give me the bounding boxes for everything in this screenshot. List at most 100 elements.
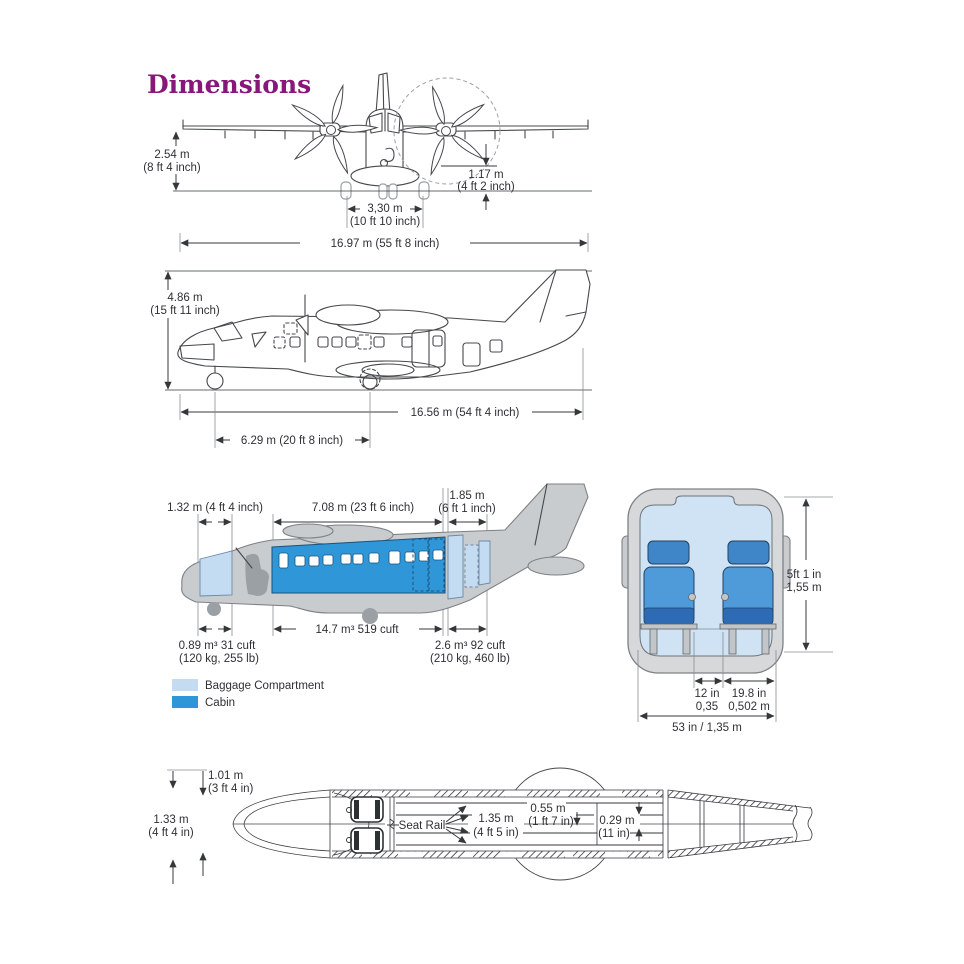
floor-width-ft: (3 ft 4 in) (208, 783, 254, 795)
aft-bag-weight: (210 kg, 460 lb) (430, 653, 510, 665)
fuselage-frames (596, 790, 745, 858)
rail-span-m: 1.35 m (478, 813, 513, 825)
plan-drawing (232, 789, 813, 859)
rail-outer-m: 0.55 m (530, 803, 565, 815)
legend-cabin-label: Cabin (205, 697, 235, 709)
cross-section-view: 5ft 1 in 1,55 m 12 in 0,35 19.8 in 0,502… (621, 488, 833, 734)
cabin-volume: 14.7 m³ 519 cuft (315, 624, 399, 636)
dim-prop-clearance: 1.17 m (4 ft 2 inch) (441, 144, 515, 210)
cockpit-window-right (387, 112, 401, 134)
dim-cabin-volume: 14.7 m³ 519 cuft (273, 624, 443, 636)
dim-wheel-track: 3,30 m (10 ft 10 inch) (346, 196, 424, 228)
fuselage-walls-hatched (330, 789, 794, 859)
plan-view: 1.01 m (3 ft 4 in) 1.33 m (4 ft 4 in) Se… (148, 767, 813, 884)
main-wheel-cutaway (362, 608, 378, 624)
spinner (295, 314, 309, 336)
cabin-height-ft: 5ft 1 in (787, 569, 822, 581)
dim-height-ft: (15 ft 11 inch) (150, 305, 220, 317)
page-title: Dimensions (147, 70, 311, 99)
rail-inner-m: 0.29 m (599, 815, 634, 827)
rail-span-ft: (4 ft 5 in) (473, 827, 519, 839)
legend-baggage-label: Baggage Compartment (205, 680, 325, 692)
nose-baggage-compartment (199, 550, 233, 597)
dim-cabin-length: 7.08 m (23 ft 6 inch) (273, 502, 443, 526)
flap-fairings (224, 130, 554, 140)
side-view-drawing (177, 269, 591, 390)
seat-rail-callout: Seat Rail (387, 805, 469, 844)
cabin-width-label: 53 in / 1,35 m (672, 722, 742, 734)
pilot-seat-silhouette (245, 553, 269, 596)
nose-wheel-side (206, 372, 224, 390)
seat-rail-label: Seat Rail (399, 820, 446, 832)
dim-wheelbase: 6.29 m (20 ft 8 inch) (214, 392, 371, 448)
dim-prop-clearance-m: 1.17 m (468, 169, 503, 181)
aft-bag-volume: 2.6 m³ 92 cuft (435, 640, 506, 652)
legend: Baggage Compartment Cabin (172, 679, 325, 709)
cockpit-bulkhead (389, 797, 395, 851)
dim-wheel-track-ft: (10 ft 10 inch) (350, 216, 420, 228)
cross-section-bottom-dims: 12 in 0,35 19.8 in 0,502 m 53 in / 1,35 … (637, 632, 777, 734)
dim-rail-outer: 0.55 m (1 ft 7 in) (528, 803, 581, 828)
aft-baggage-compartments (447, 534, 491, 600)
landing-gear-wheels (340, 181, 430, 200)
dim-prop-clearance-ft: (4 ft 2 inch) (457, 181, 515, 193)
seat-left (640, 540, 698, 655)
dim-wheel-track-m: 3,30 m (367, 203, 402, 215)
windshield (213, 321, 243, 342)
main-wheel-side (359, 368, 381, 390)
dim-nose-bag-label: 1.32 m (4 ft 4 inch) (167, 502, 263, 514)
nose-bag-weight: (120 kg, 255 lb) (179, 653, 259, 665)
seat-width-in: 19.8 in (732, 688, 767, 700)
stabilizer-cutaway (527, 556, 585, 576)
seat-rails (396, 802, 663, 846)
dim-aft-baggage-volume: 2.6 m³ 92 cuft (210 kg, 460 lb) (430, 625, 510, 665)
aisle-width-in: 12 in (695, 688, 720, 700)
dim-fuselage-width: 1.33 m (4 ft 4 in) (148, 814, 194, 839)
dim-aft-bag-ft: (6 ft 1 inch) (438, 503, 496, 515)
dim-overall-height: 4.86 m (15 ft 11 inch) (150, 271, 220, 390)
cutaway-view: 1.32 m (4 ft 4 inch) 7.08 m (23 ft 6 inc… (167, 483, 589, 665)
floor-width-m: 1.01 m (208, 770, 243, 782)
cabin-windows-cutaway (278, 549, 444, 569)
belly-fairing (335, 360, 441, 380)
dim-wing-height: 2.54 m (8 ft 4 inch) (143, 131, 201, 191)
nose-hatch (179, 343, 215, 361)
aisle-width-m: 0,35 (696, 701, 718, 713)
side-view: 4.86 m (15 ft 11 inch) 16.56 m (54 ft 4 … (150, 269, 592, 448)
cabin-height-m: 1,55 m (786, 582, 821, 594)
nose-wheel-cutaway (207, 602, 221, 616)
fuselage-width-m: 1.33 m (153, 814, 188, 826)
fuselage-width-ft: (4 ft 4 in) (148, 827, 194, 839)
sponson (350, 165, 420, 187)
dim-wingspan-label: 16.97 m (55 ft 8 inch) (331, 238, 440, 250)
nacelle-side (315, 304, 381, 326)
cross-section-drawing (621, 488, 791, 674)
nose-bag-volume: 0.89 m³ 31 cuft (179, 640, 257, 652)
dim-rail-inner: 0.29 m (11 in) (598, 802, 643, 841)
aft-cabin-door-outline (412, 538, 429, 592)
door-gaps (362, 790, 658, 859)
cabin-windows-side (273, 322, 413, 350)
cutaway-drawing (181, 483, 589, 624)
aft-door-side (462, 342, 481, 367)
front-view-drawing (173, 72, 592, 200)
rail-inner-ft: (11 in) (598, 828, 630, 840)
dim-wingspan: 16.97 m (55 ft 8 inch) (179, 233, 589, 252)
dim-floor-width: 1.01 m (3 ft 4 in) (167, 769, 254, 884)
dim-nose-baggage-volume: 0.89 m³ 31 cuft (120 kg, 255 lb) (179, 625, 259, 665)
dim-overall-length: 16.56 m (54 ft 4 inch) (179, 348, 584, 420)
propeller-left (290, 83, 379, 175)
baggage-swatch (172, 679, 198, 691)
dim-cabin-length-label: 7.08 m (23 ft 6 inch) (312, 502, 414, 514)
seat-right (719, 540, 777, 655)
cockpit-side-window (251, 331, 267, 348)
dim-length-label: 16.56 m (54 ft 4 inch) (411, 407, 520, 419)
dim-aft-bag-m: 1.85 m (449, 490, 484, 502)
propeller-disc-circle (393, 77, 501, 185)
fuselage-break (792, 804, 813, 843)
dim-cabin-height: 5ft 1 in 1,55 m (784, 496, 833, 653)
seat-width-m: 0,502 m (728, 701, 770, 713)
cabin-swatch (172, 696, 198, 708)
